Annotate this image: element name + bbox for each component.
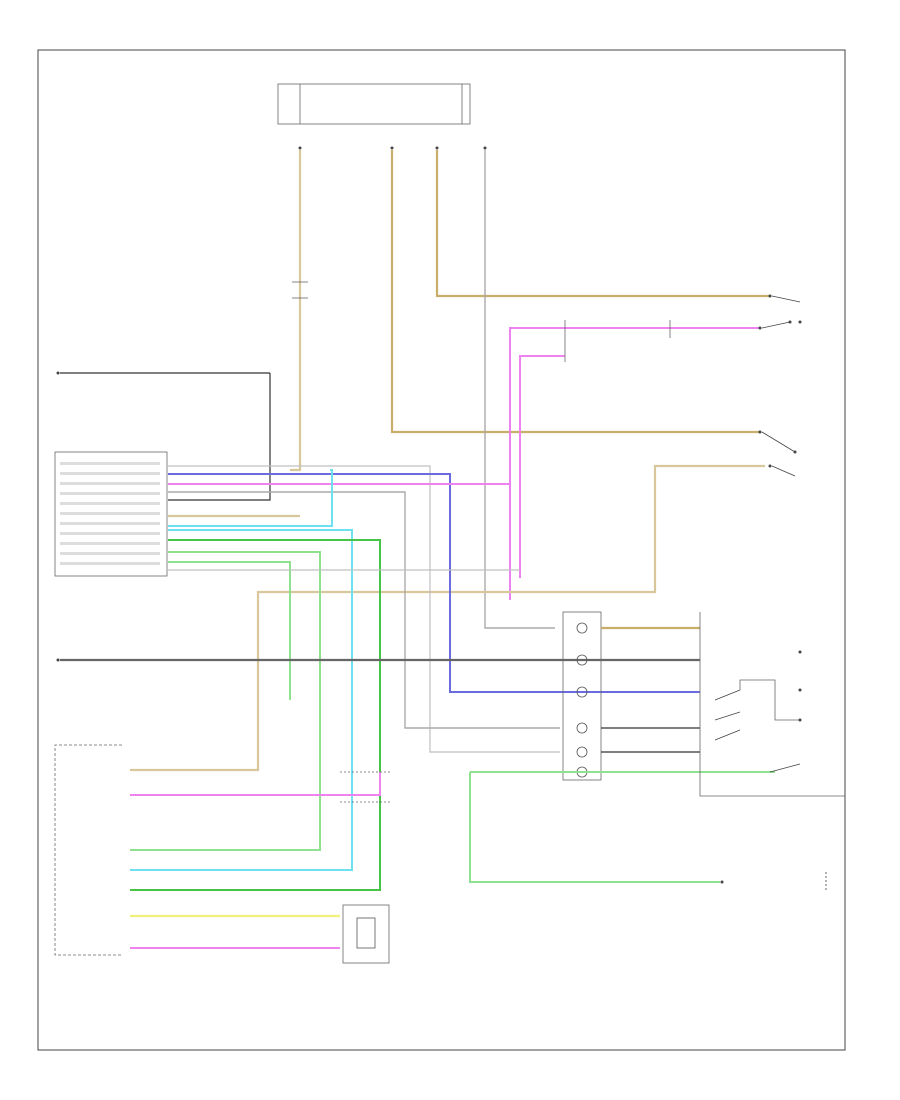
inline-connector-upper	[292, 281, 308, 299]
wire-cyan	[168, 469, 333, 527]
wire-tan-brake	[390, 150, 760, 434]
vehicle-speed-sensor	[342, 904, 390, 964]
wire-green-2	[130, 551, 321, 851]
wire-white-1	[168, 465, 560, 753]
hot-at-all-times-row	[56, 658, 700, 662]
wire-green-1	[130, 539, 381, 891]
wire-green-ground	[469, 772, 720, 883]
connector-pink	[564, 320, 792, 362]
wire-tan-feed	[290, 150, 302, 472]
wire-gray-485	[484, 150, 555, 629]
inline-connector-lower	[340, 771, 390, 803]
wire-pink-pcm	[130, 772, 381, 796]
fuse-pins	[298, 146, 487, 150]
wire-gray-mod	[168, 491, 560, 729]
wire-pink-upper	[509, 327, 760, 600]
wire-pink-lower	[519, 355, 565, 578]
fuse-block	[277, 83, 471, 125]
steering-wheel-controls	[699, 612, 845, 797]
wire-blue	[168, 473, 700, 693]
wire-tan-pcm	[130, 464, 765, 772]
wire-cyan-down	[130, 529, 353, 871]
cruise-control-module	[54, 451, 168, 577]
brake-switch-top	[768, 294, 802, 324]
wire-green-3	[168, 561, 291, 700]
brake-switch-lower	[758, 430, 797, 477]
hot-in-run-fuse	[56, 371, 271, 501]
pcm-module	[54, 744, 122, 956]
ground-symbol	[720, 872, 827, 892]
cruise-switch-connector	[562, 611, 602, 781]
diagram-frame	[37, 49, 846, 1051]
wire-tanb-top	[435, 150, 770, 298]
